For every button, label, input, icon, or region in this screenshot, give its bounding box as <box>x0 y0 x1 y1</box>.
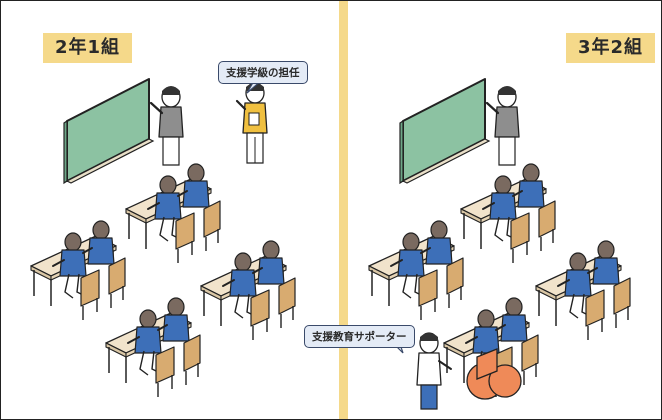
class-label-left: 2年1組 <box>43 33 133 63</box>
speech-bubble-support-teacher: 支援学級の担任 <box>218 61 308 84</box>
right-desk-group-3 <box>535 240 631 341</box>
right-board-and-teacher <box>398 77 521 185</box>
left-desk-group-4 <box>105 297 201 398</box>
left-desk-group-3 <box>200 240 296 341</box>
class-label-right: 3年2組 <box>565 33 655 63</box>
left-desk-group-2 <box>30 220 126 321</box>
speech-bubble-supporter: 支援教育サポーター <box>304 325 415 348</box>
right-desk-group-2 <box>368 220 464 321</box>
support-education-supporter <box>416 332 452 410</box>
support-class-teacher <box>235 82 268 164</box>
left-desk-group-1 <box>125 163 221 264</box>
right-desk-group-1 <box>460 163 556 264</box>
classroom-divider <box>339 1 348 419</box>
wheelchair <box>466 348 522 400</box>
left-board-and-teacher <box>62 77 185 185</box>
